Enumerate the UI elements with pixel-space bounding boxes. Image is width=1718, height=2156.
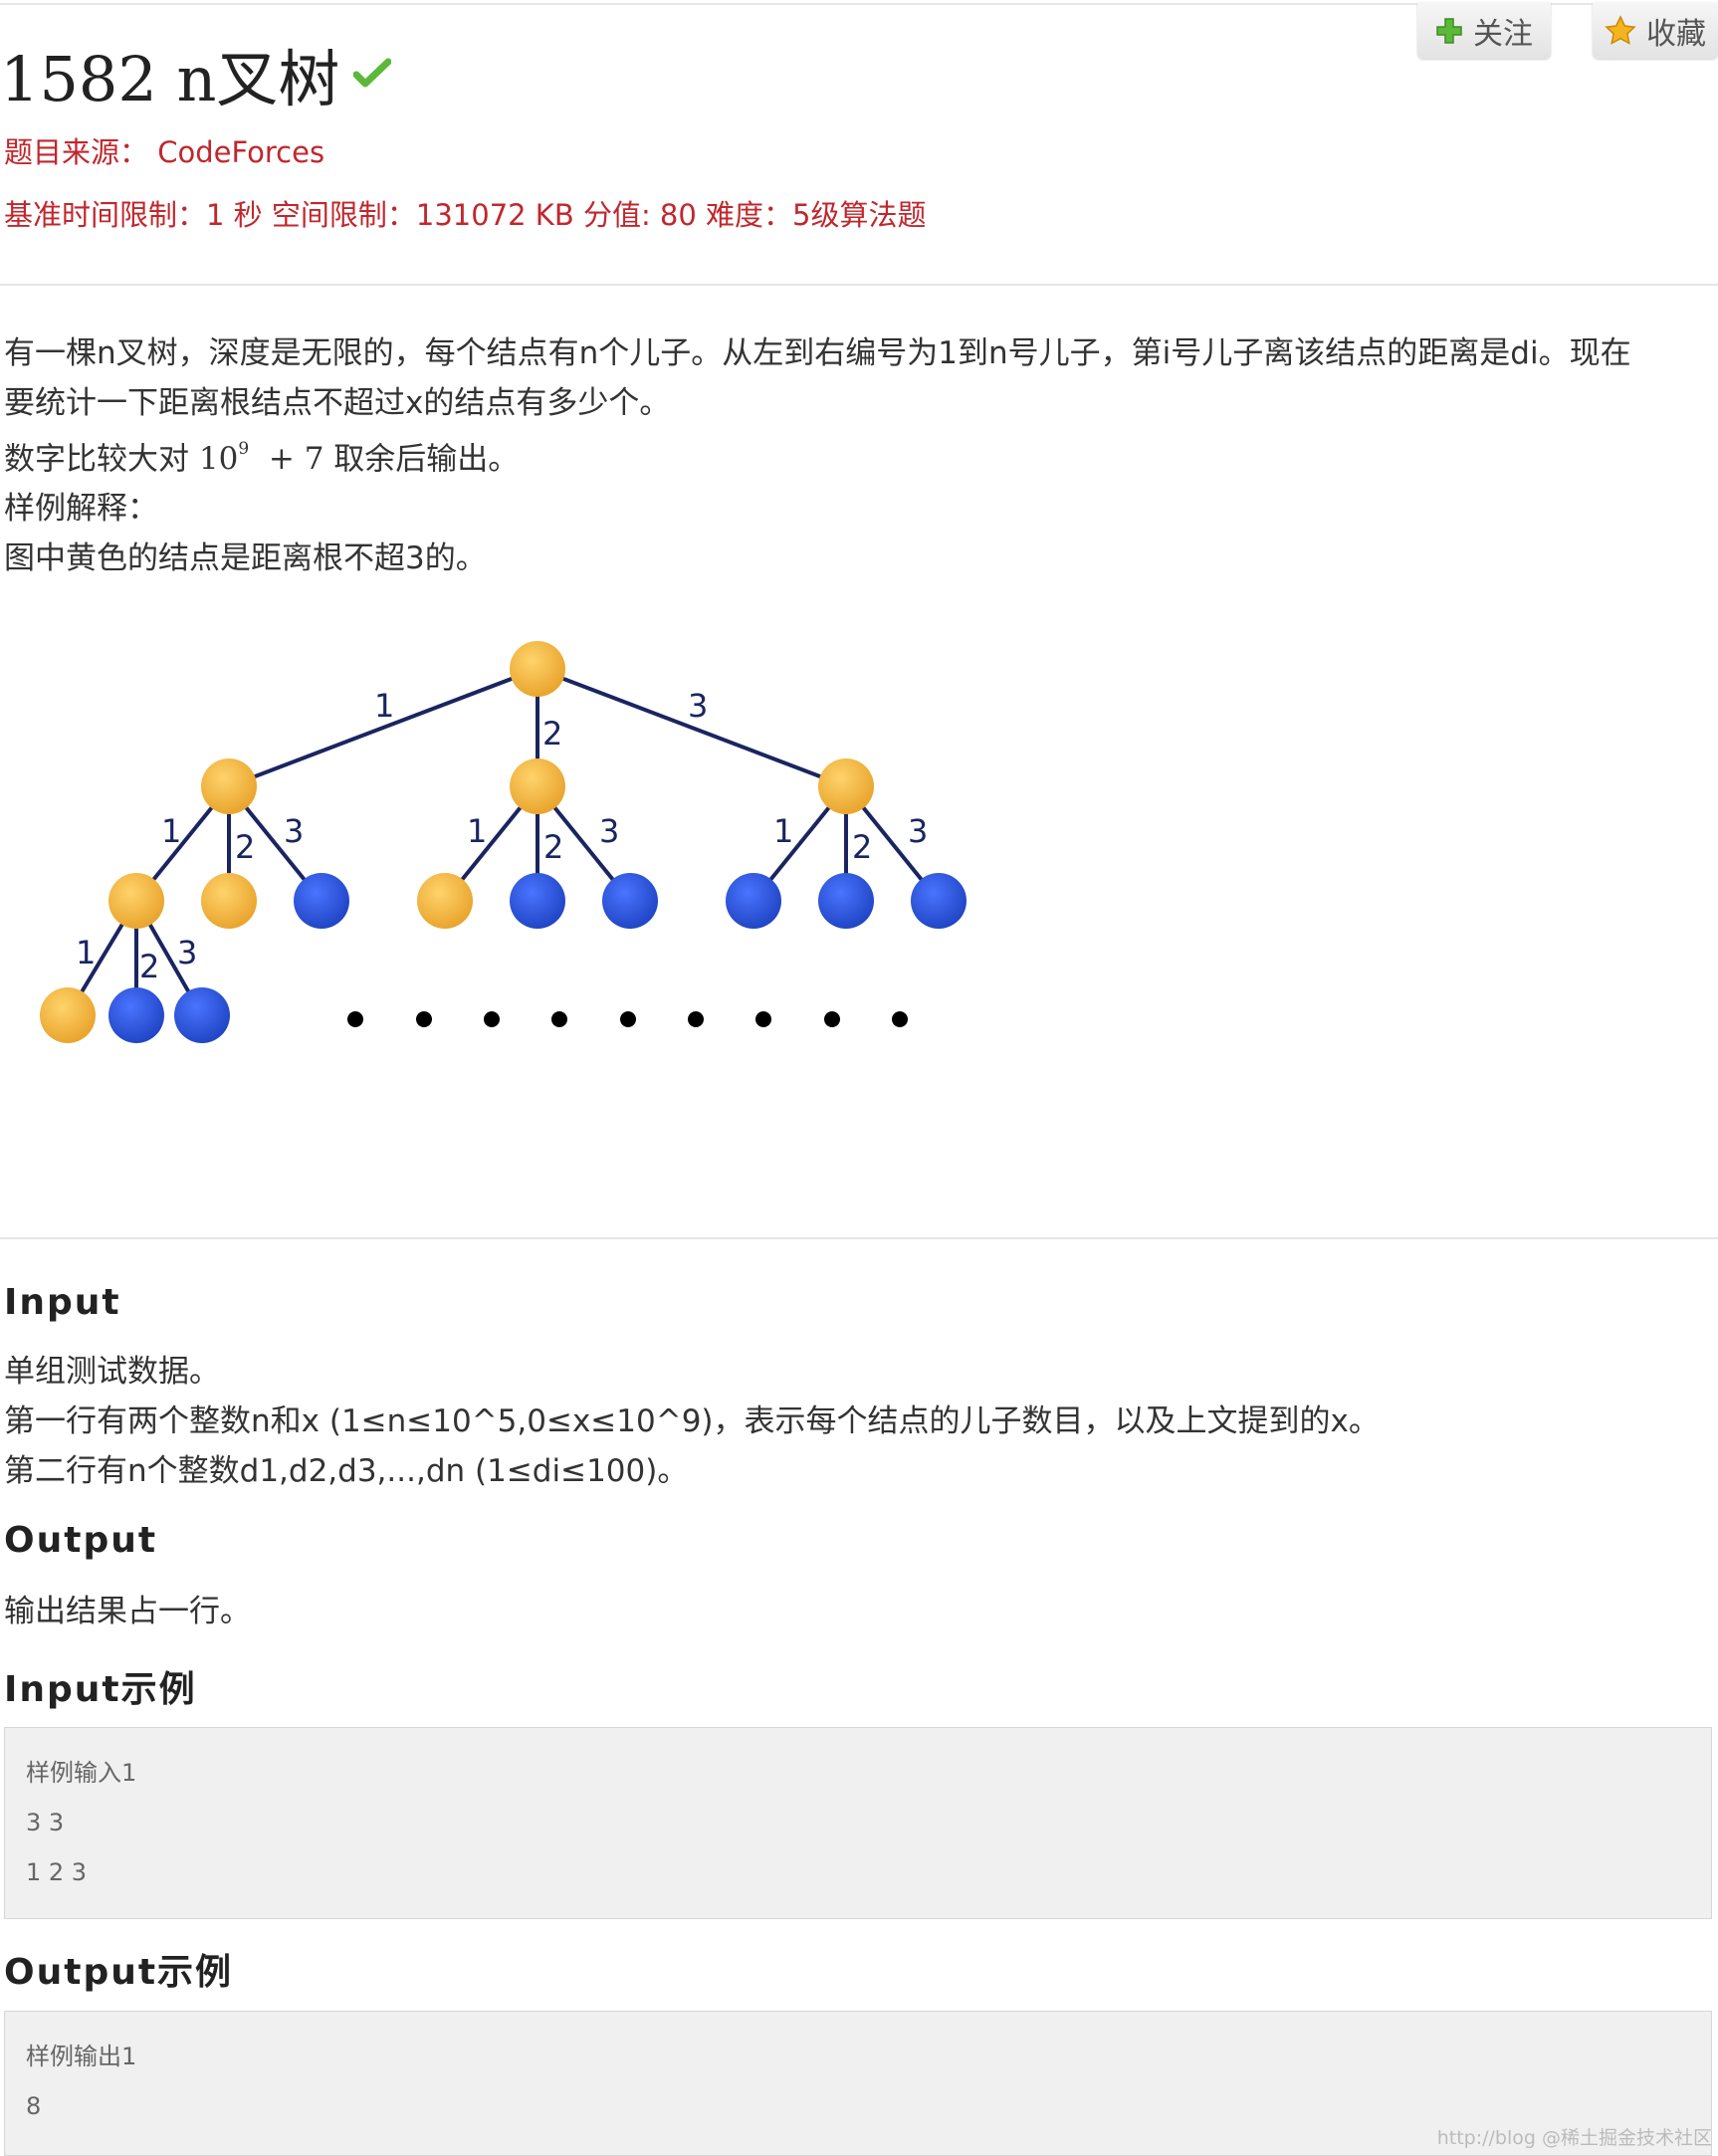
source-value: CodeForces <box>157 135 325 169</box>
edge-label: 1 <box>467 812 487 850</box>
edge-label: 3 <box>284 812 304 850</box>
input-line: 单组测试数据。 <box>4 1354 220 1390</box>
follow-label: 关注 <box>1473 16 1533 52</box>
tree-node-blue <box>602 873 658 929</box>
mod-prefix: 数字比较大对 <box>4 441 189 478</box>
input-line: 第二行有n个整数d1,d2,d3,...,dn (1≤di≤100)。 <box>4 1453 689 1489</box>
top-border <box>0 3 1718 5</box>
edge-labels: 1 2 3 1 2 3 1 2 3 1 2 3 1 2 3 <box>76 687 928 985</box>
desc-line: 有一棵n叉树，深度是无限的，每个结点有n个儿子。从左到右编号为1到n号儿子，第i… <box>4 335 1631 371</box>
favorite-label: 收藏 <box>1646 16 1706 52</box>
check-icon <box>353 58 392 88</box>
output-example-title: Output示例 <box>4 1952 234 1993</box>
watermark: http://blog @稀土掘金技术社区 <box>1436 2127 1712 2149</box>
mod-exp: 9 <box>238 439 250 459</box>
star-icon <box>1605 14 1636 45</box>
tree-node-yellow <box>201 873 257 929</box>
follow-button[interactable]: 关注 <box>1417 2 1551 59</box>
ellipsis-dot <box>892 1011 908 1027</box>
tree-node-blue <box>726 873 781 929</box>
edge-label: 2 <box>852 828 872 866</box>
mod-base: 10 <box>198 441 239 478</box>
sample-output-label: 样例输出1 <box>26 2043 137 2070</box>
edge-label: 1 <box>374 687 394 725</box>
edge-label: 3 <box>599 812 619 850</box>
tree-node-blue <box>911 873 966 929</box>
favorite-button[interactable]: 收藏 <box>1593 2 1718 59</box>
source-label: 题目来源： <box>4 135 149 169</box>
input-section-title: Input <box>4 1282 121 1323</box>
sample-input-line: 1 2 3 <box>26 1858 88 1886</box>
divider <box>0 1237 1718 1239</box>
input-line: 第一行有两个整数n和x (1≤n≤10^5,0≤x≤10^9)，表示每个结点的儿… <box>4 1403 1380 1439</box>
edge-label: 1 <box>161 812 181 850</box>
edge-label: 3 <box>688 687 708 725</box>
title-row: 1582 n叉树 <box>0 34 392 115</box>
output-line: 输出结果占一行。 <box>4 1594 251 1629</box>
math-expression: 109 + 7 <box>198 439 333 478</box>
ellipsis-dot <box>347 1011 363 1027</box>
ellipsis-dot <box>755 1011 771 1027</box>
ellipsis-dot <box>551 1011 567 1027</box>
tree-edges <box>66 667 941 1017</box>
output-section-title: Output <box>4 1520 158 1561</box>
sample-input-label: 样例输入1 <box>26 1759 137 1787</box>
ellipsis-dot <box>620 1011 636 1027</box>
edge-label: 2 <box>235 828 255 866</box>
edge-label: 1 <box>773 812 793 850</box>
problem-source: 题目来源： CodeForces <box>4 129 324 171</box>
mod-suffix: 取余后输出。 <box>333 441 520 478</box>
edge-label: 2 <box>139 948 159 985</box>
edge-label: 2 <box>543 828 563 866</box>
problem-description: 有一棵n叉树，深度是无限的，每个结点有n个儿子。从左到右编号为1到n号儿子，第i… <box>4 328 1708 583</box>
tree-node-blue <box>510 873 565 929</box>
sample-input-line: 3 3 <box>26 1809 65 1836</box>
output-section-text: 输出结果占一行。 <box>4 1587 251 1636</box>
divider <box>0 284 1718 286</box>
ellipsis-dot <box>416 1011 432 1027</box>
desc-line: 图中黄色的结点是距离根不超3的。 <box>4 540 487 577</box>
tree-node-yellow <box>201 758 257 814</box>
edge-label: 3 <box>908 812 928 850</box>
tree-node-blue <box>294 873 349 929</box>
tree-edge <box>228 667 538 788</box>
sample-output-value: 8 <box>26 2092 42 2120</box>
edge-label: 2 <box>542 715 562 753</box>
tree-node-yellow <box>417 873 473 929</box>
tree-node-blue <box>818 873 874 929</box>
edge-label: 3 <box>177 934 197 971</box>
ellipsis-dot <box>824 1011 840 1027</box>
desc-line: 要统计一下距离根结点不超过x的结点有多少个。 <box>4 385 671 421</box>
tree-node-blue <box>108 987 164 1043</box>
tree-node-yellow <box>108 873 164 929</box>
problem-limits: 基准时间限制：1 秒 空间限制：131072 KB 分值: 80 难度：5级算法… <box>4 198 927 232</box>
sample-input-box: 样例输入1 3 3 1 2 3 <box>4 1727 1712 1919</box>
edge-label: 1 <box>76 934 96 971</box>
tree-edge <box>537 667 847 788</box>
tree-node-yellow <box>510 641 565 697</box>
desc-line: 数字比较大对 109 + 7 取余后输出。 <box>4 428 1708 484</box>
tree-node-yellow <box>510 758 565 814</box>
ellipsis-dots <box>347 1011 908 1027</box>
input-example-title: Input示例 <box>4 1669 197 1710</box>
mod-plus: + 7 <box>268 441 324 478</box>
tree-figure: 1 2 3 1 2 3 1 2 3 1 2 3 1 2 3 <box>40 641 966 1043</box>
tree-node-yellow <box>818 758 874 814</box>
ellipsis-dot <box>484 1011 500 1027</box>
desc-line: 样例解释： <box>4 491 158 528</box>
tree-node-yellow <box>40 987 96 1043</box>
input-section-text: 单组测试数据。 第一行有两个整数n和x (1≤n≤10^5,0≤x≤10^9)，… <box>4 1347 1380 1496</box>
ellipsis-dot <box>688 1011 704 1027</box>
plus-icon <box>1436 17 1462 44</box>
problem-title: 1582 n叉树 <box>0 43 340 115</box>
tree-nodes <box>40 641 966 1043</box>
tree-node-blue <box>174 987 230 1043</box>
